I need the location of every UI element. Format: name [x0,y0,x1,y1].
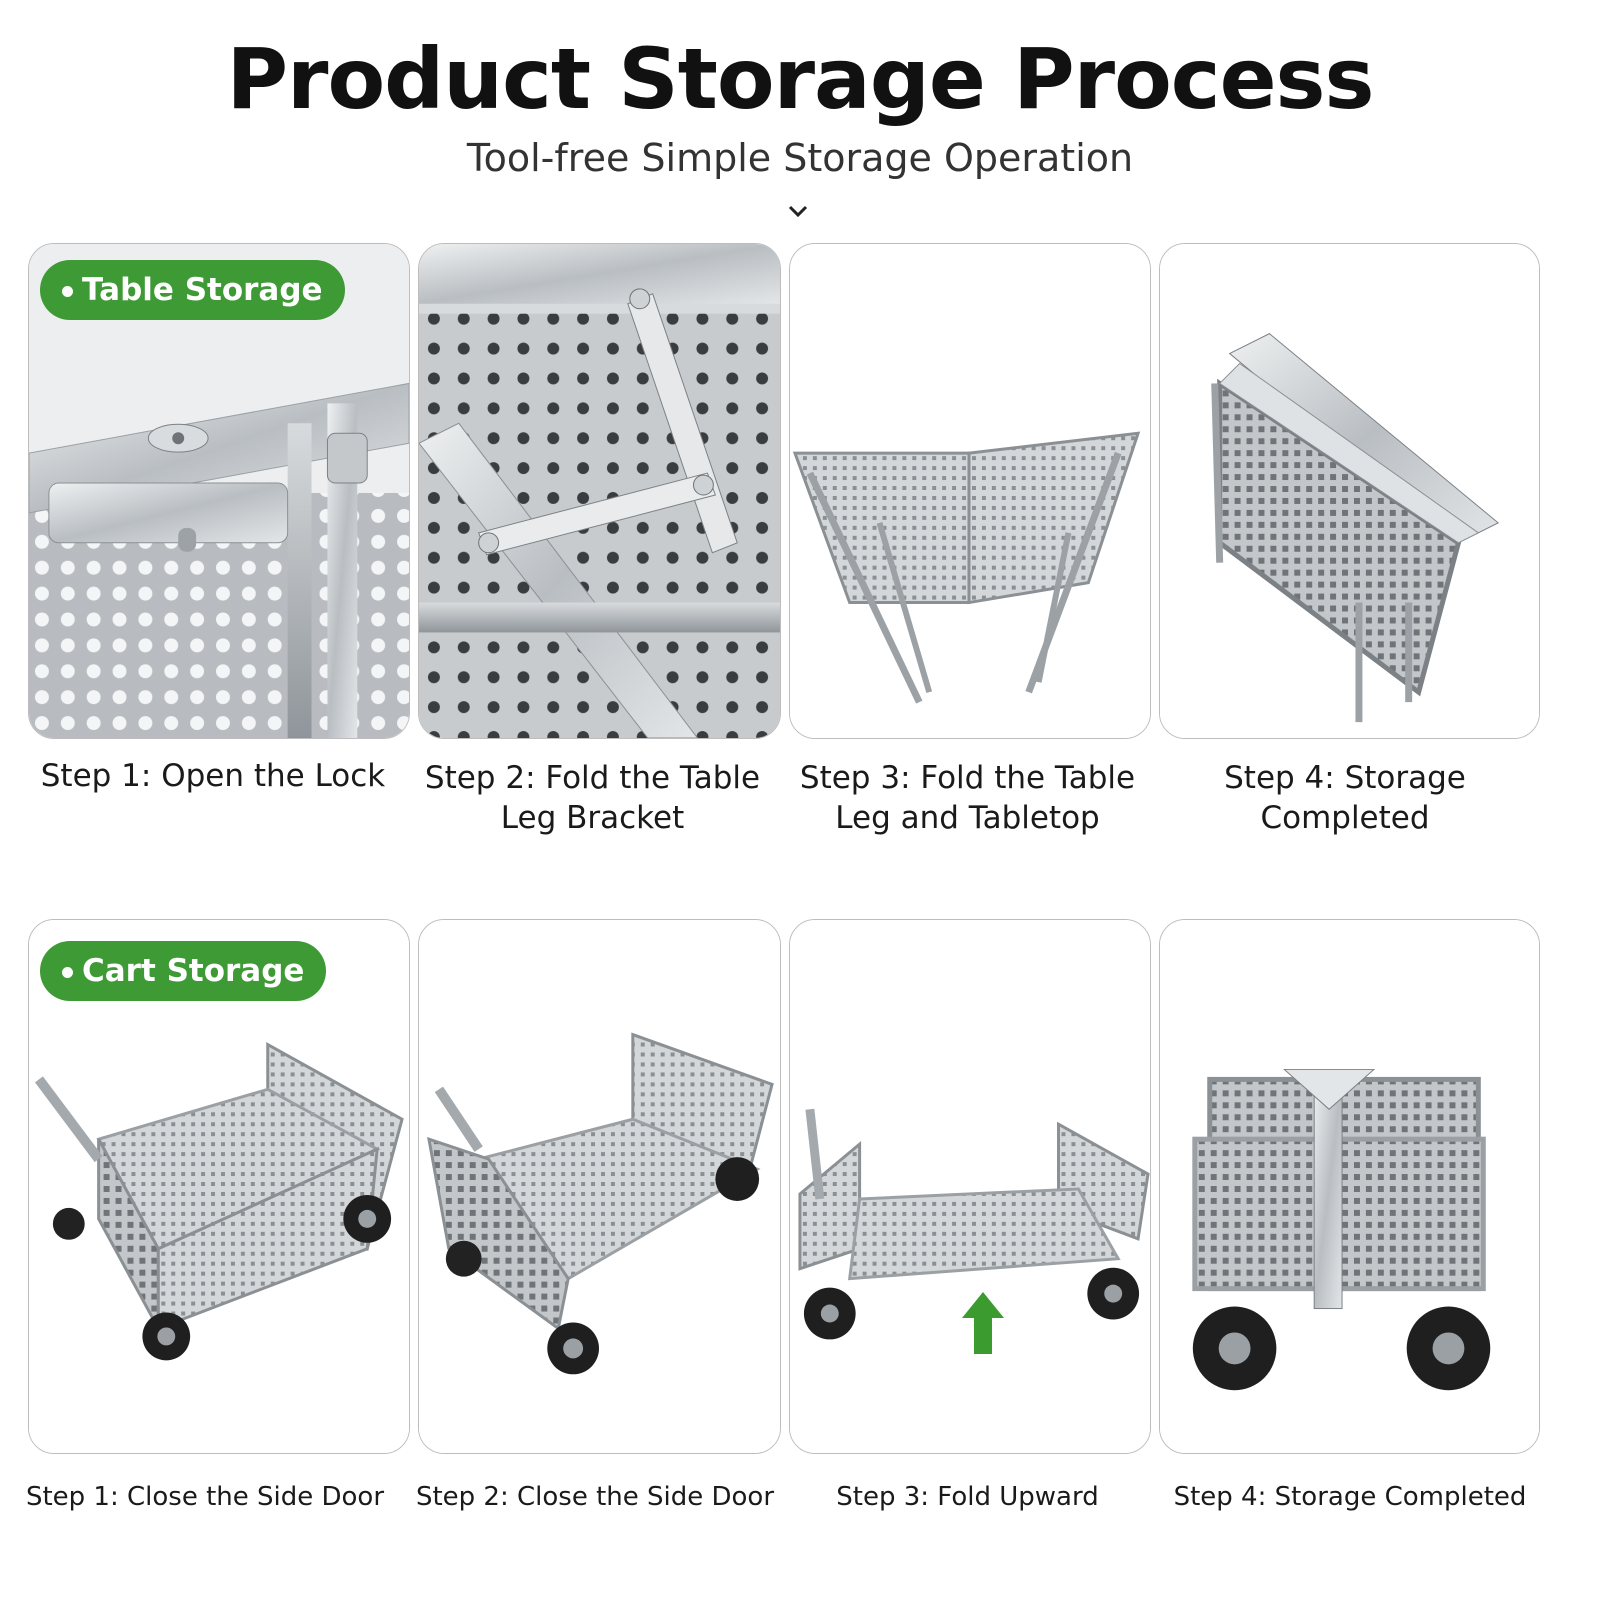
cart-storage-badge: Cart Storage [40,941,327,1001]
cart-step3-image [789,919,1151,1454]
page-subtitle: Tool-free Simple Storage Operation [466,136,1134,180]
table-step4-image [1159,243,1540,739]
cart-step4-image [1159,919,1540,1454]
page-title: Product Storage Process [226,30,1374,128]
table-storage-badge: Table Storage [40,260,345,320]
arrow-up-icon [962,1292,1004,1354]
cart-step2-caption: Step 2: Close the Side Door [415,1482,775,1512]
table-step1-caption: Step 1: Open the Lock [40,758,386,794]
table-step3-caption: Step 3: Fold the Table Leg and Tabletop [799,760,1136,836]
table-step2-image [418,243,781,739]
cart-step1-image [28,919,410,1454]
table-step1-image [28,243,410,739]
cart-step1-caption: Step 1: Close the Side Door [25,1482,385,1512]
cart-step2-image [418,919,781,1454]
table-step3-image [789,243,1151,739]
cart-step4-caption: Step 4: Storage Completed [1173,1482,1527,1512]
table-step4-caption: Step 4: Storage Completed [1224,760,1466,836]
table-step2-caption: Step 2: Fold the Table Leg Bracket [424,760,761,836]
cart-step3-caption: Step 3: Fold Upward [836,1482,1099,1512]
chevron-down-icon [788,205,808,218]
